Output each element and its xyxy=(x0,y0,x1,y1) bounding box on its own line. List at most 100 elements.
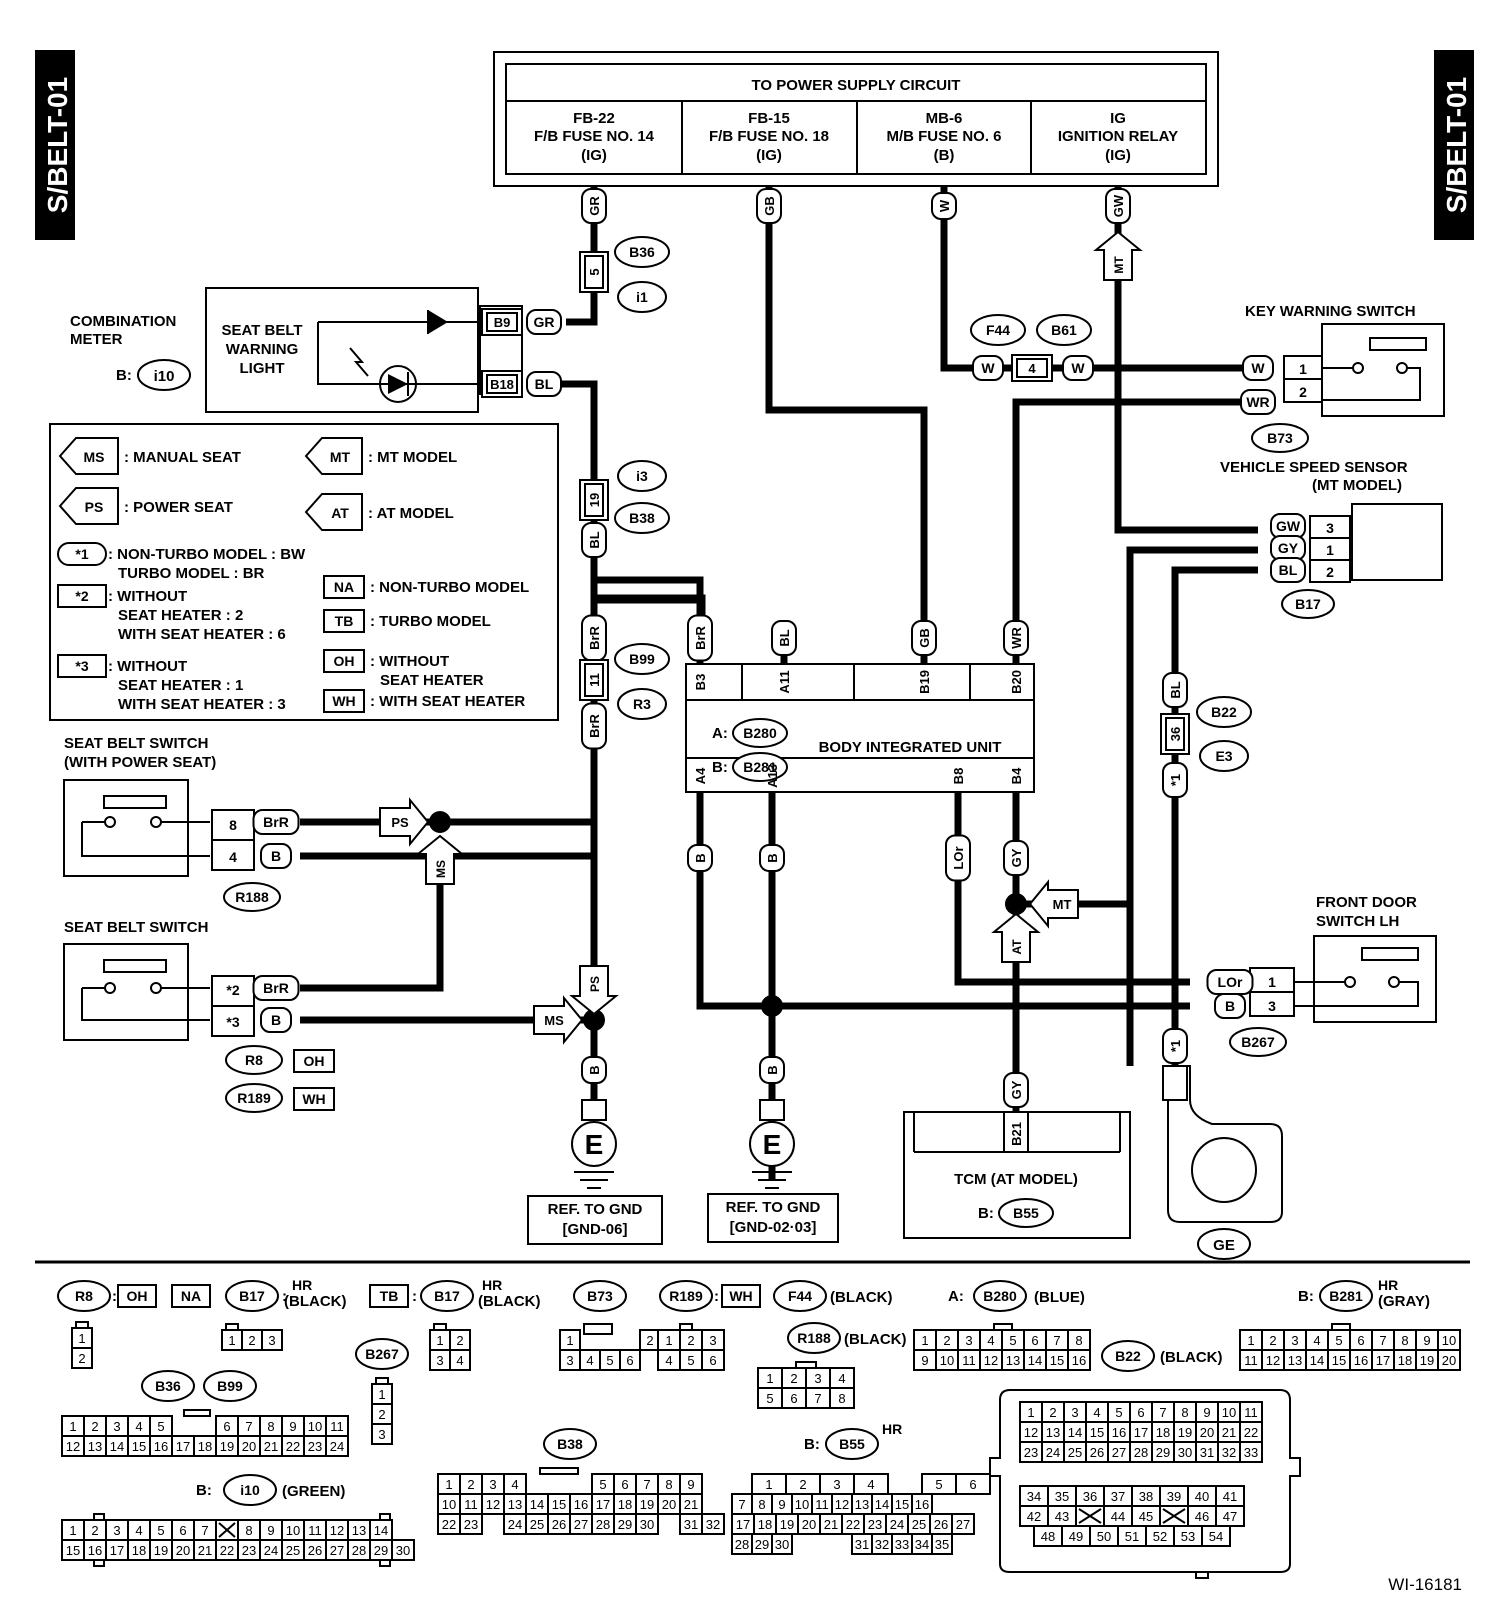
svg-text:BL: BL xyxy=(1168,681,1183,698)
connector-id: R189 xyxy=(659,1280,713,1312)
svg-text:WH: WH xyxy=(729,1288,752,1304)
svg-text:1: 1 xyxy=(69,1523,76,1538)
legend-at-text: : AT MODEL xyxy=(368,505,454,522)
svg-text:B36: B36 xyxy=(155,1378,181,1394)
svg-text:4: 4 xyxy=(586,1353,593,1368)
biu-top-pin: B3 xyxy=(693,674,708,691)
legend-wh: WH xyxy=(332,693,355,709)
svg-text:15: 15 xyxy=(552,1497,566,1512)
ps-col1-l3: (IG) xyxy=(581,147,607,164)
svg-text:20: 20 xyxy=(176,1543,190,1558)
legend-n2-l2: SEAT HEATER : 2 xyxy=(118,607,243,624)
svg-text:19: 19 xyxy=(587,493,602,507)
svg-text:26: 26 xyxy=(1090,1445,1104,1460)
wire-label-sbsp-brr: BrR xyxy=(252,809,300,835)
svg-text:52: 52 xyxy=(1153,1529,1167,1544)
svg-text:23: 23 xyxy=(308,1439,322,1454)
svg-text:4: 4 xyxy=(665,1353,672,1368)
connector-id: B267 xyxy=(355,1338,409,1370)
legend-wh-text: : WITH SEAT HEATER xyxy=(370,693,525,710)
wire-label-gnd1-b: B xyxy=(581,1056,607,1084)
svg-text:28: 28 xyxy=(1134,1445,1148,1460)
svg-text:GY: GY xyxy=(1278,540,1299,556)
biu-b280: B280 xyxy=(743,725,777,741)
vss-pin3: 3 xyxy=(1326,520,1334,536)
conn-b99: B99 xyxy=(614,643,670,675)
svg-text:4: 4 xyxy=(1313,1333,1320,1348)
svg-text:9: 9 xyxy=(289,1419,296,1434)
svg-text:19: 19 xyxy=(780,1517,794,1532)
svg-text:20: 20 xyxy=(662,1497,676,1512)
svg-text:15: 15 xyxy=(132,1439,146,1454)
svg-text:7: 7 xyxy=(1379,1333,1386,1348)
svg-text:40: 40 xyxy=(1195,1489,1209,1504)
ps-col4-l1: IG xyxy=(1110,110,1126,127)
comb-meter-conn: i10 xyxy=(154,368,175,385)
wire-label-sbs-b: B xyxy=(260,1007,292,1033)
svg-text:23: 23 xyxy=(1024,1445,1038,1460)
svg-text:3: 3 xyxy=(268,1333,275,1348)
svg-text:43: 43 xyxy=(1055,1509,1069,1524)
svg-text:24: 24 xyxy=(330,1439,344,1454)
svg-text:BrR: BrR xyxy=(587,625,602,649)
svg-text:8: 8 xyxy=(758,1497,765,1512)
svg-text:7: 7 xyxy=(643,1477,650,1492)
svg-text:2: 2 xyxy=(943,1333,950,1348)
svg-text:3: 3 xyxy=(566,1353,573,1368)
svg-text:24: 24 xyxy=(264,1543,278,1558)
legend-tb: TB xyxy=(335,613,354,629)
svg-text:11: 11 xyxy=(1244,1353,1258,1368)
vss-pin1: 1 xyxy=(1326,542,1334,558)
svg-text:20: 20 xyxy=(802,1517,816,1532)
connector-caption: HR xyxy=(1378,1277,1398,1293)
svg-text:2: 2 xyxy=(646,1333,653,1348)
light-l3: LIGHT xyxy=(240,360,285,377)
svg-text:10: 10 xyxy=(940,1353,954,1368)
svg-text:BrR: BrR xyxy=(693,625,708,649)
wire-label-w-b61: W xyxy=(1062,355,1094,381)
svg-text:18: 18 xyxy=(1156,1425,1170,1440)
key-pin1: 1 xyxy=(1299,361,1307,377)
svg-text:17: 17 xyxy=(596,1497,610,1512)
svg-text:12: 12 xyxy=(66,1439,80,1454)
svg-text:WR: WR xyxy=(1246,394,1269,410)
svg-text:BrR: BrR xyxy=(263,980,289,996)
diode-icon xyxy=(428,310,448,334)
ps-col1-l2: F/B FUSE NO. 14 xyxy=(534,128,655,145)
svg-text:*1: *1 xyxy=(1168,774,1183,786)
ms-arrow-right: MS xyxy=(533,995,584,1045)
svg-text:2: 2 xyxy=(1049,1405,1056,1420)
svg-text:3: 3 xyxy=(833,1477,840,1492)
svg-text:B: B xyxy=(271,1012,281,1028)
svg-text:WR: WR xyxy=(1009,627,1024,649)
svg-text:6: 6 xyxy=(179,1523,186,1538)
svg-text:54: 54 xyxy=(1209,1529,1223,1544)
svg-text:33: 33 xyxy=(1244,1445,1258,1460)
wire-label-gnd2-b: B xyxy=(759,1056,785,1084)
connector-caption: (BLUE) xyxy=(1034,1289,1085,1306)
svg-text:31: 31 xyxy=(684,1517,698,1532)
svg-text:36: 36 xyxy=(1168,727,1183,741)
svg-text:21: 21 xyxy=(1222,1425,1236,1440)
svg-text:19: 19 xyxy=(154,1543,168,1558)
sbs-tag-oh: OH xyxy=(304,1053,325,1069)
wire-label-sbs-brr: BrR xyxy=(252,975,300,1001)
gnd-1-title: REF. TO GND xyxy=(548,1201,643,1218)
svg-text:3: 3 xyxy=(113,1419,120,1434)
svg-text:6: 6 xyxy=(790,1391,797,1406)
svg-text:5: 5 xyxy=(606,1353,613,1368)
svg-text:1: 1 xyxy=(78,1331,85,1346)
conn-b22: B22 xyxy=(1196,696,1252,728)
ps-col3-l1: MB-6 xyxy=(926,110,963,127)
svg-text:B73: B73 xyxy=(587,1288,613,1304)
legend-mt-text: : MT MODEL xyxy=(368,449,457,466)
svg-text:5: 5 xyxy=(587,268,602,275)
svg-text:23: 23 xyxy=(464,1517,478,1532)
svg-text:1: 1 xyxy=(1247,1333,1254,1348)
vss-title2: (MT MODEL) xyxy=(1312,477,1402,494)
svg-text:4: 4 xyxy=(1028,361,1036,376)
conn-r3: R3 xyxy=(617,688,667,720)
